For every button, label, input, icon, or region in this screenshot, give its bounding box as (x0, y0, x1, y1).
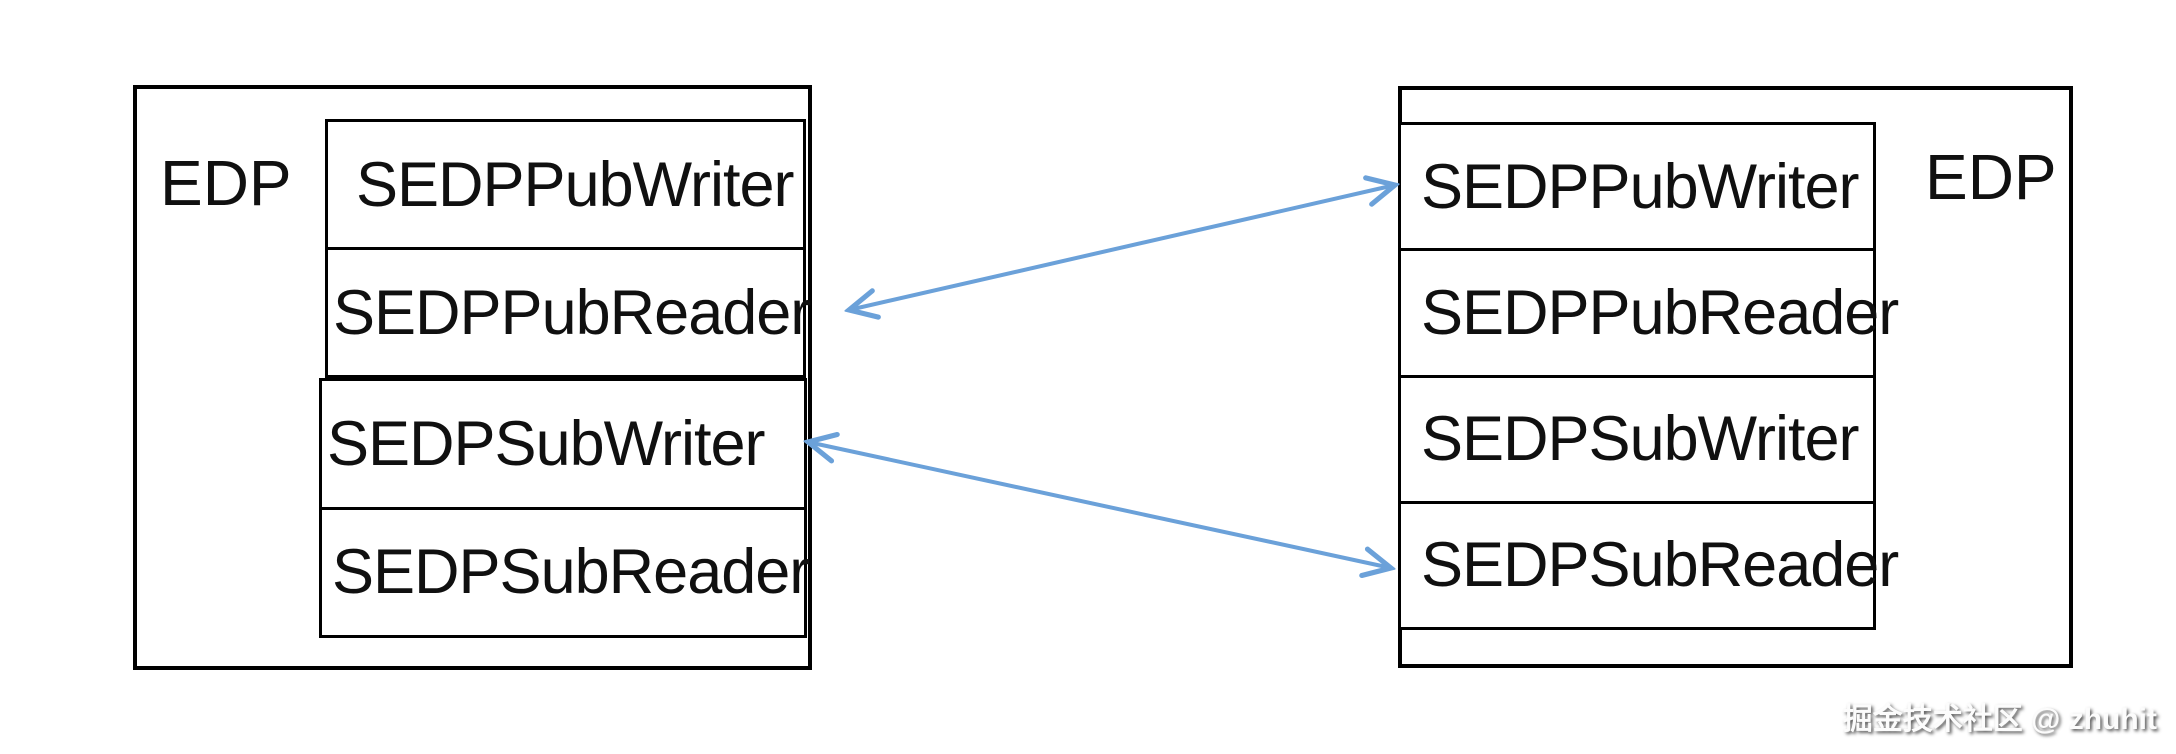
left-pub-endpoints-box: SEDPPubWriter SEDPPubReader (325, 119, 811, 378)
endpoint-cell-left-sedp-pub-reader: SEDPPubReader (333, 277, 811, 348)
endpoint-cell-right-sedp-pub-writer: SEDPPubWriter (1401, 125, 1873, 252)
endpoint-cell-right-sedp-pub-reader: SEDPPubReader (1401, 251, 1899, 378)
endpoint-cell-left-sedp-sub-writer: SEDPSubWriter (322, 381, 804, 510)
endpoint-cell-left-sedp-pub-writer: SEDPPubWriter (328, 122, 803, 250)
endpoint-cell-left-sedp-sub-reader: SEDPSubReader (332, 537, 810, 608)
bidirectional-arrow (808, 442, 1391, 568)
endpoint-cell-right-sedp-sub-reader: SEDPSubReader (1421, 530, 1899, 601)
right-endpoints-box: SEDPPubWriter SEDPPubReader SEDPSubWrite… (1398, 122, 1899, 630)
watermark-text: 掘金技术社区 @ zhuhit (1842, 703, 2157, 736)
left-sub-endpoints-box: SEDPSubWriter SEDPSubReader (319, 378, 810, 638)
edp-label-left: EDP (160, 147, 292, 219)
endpoint-cell-right-sedp-sub-writer: SEDPSubWriter (1401, 378, 1873, 504)
edp-participant-left-box (133, 85, 812, 670)
edp-label-right: EDP (1925, 141, 2057, 213)
bidirectional-arrow (849, 185, 1395, 310)
